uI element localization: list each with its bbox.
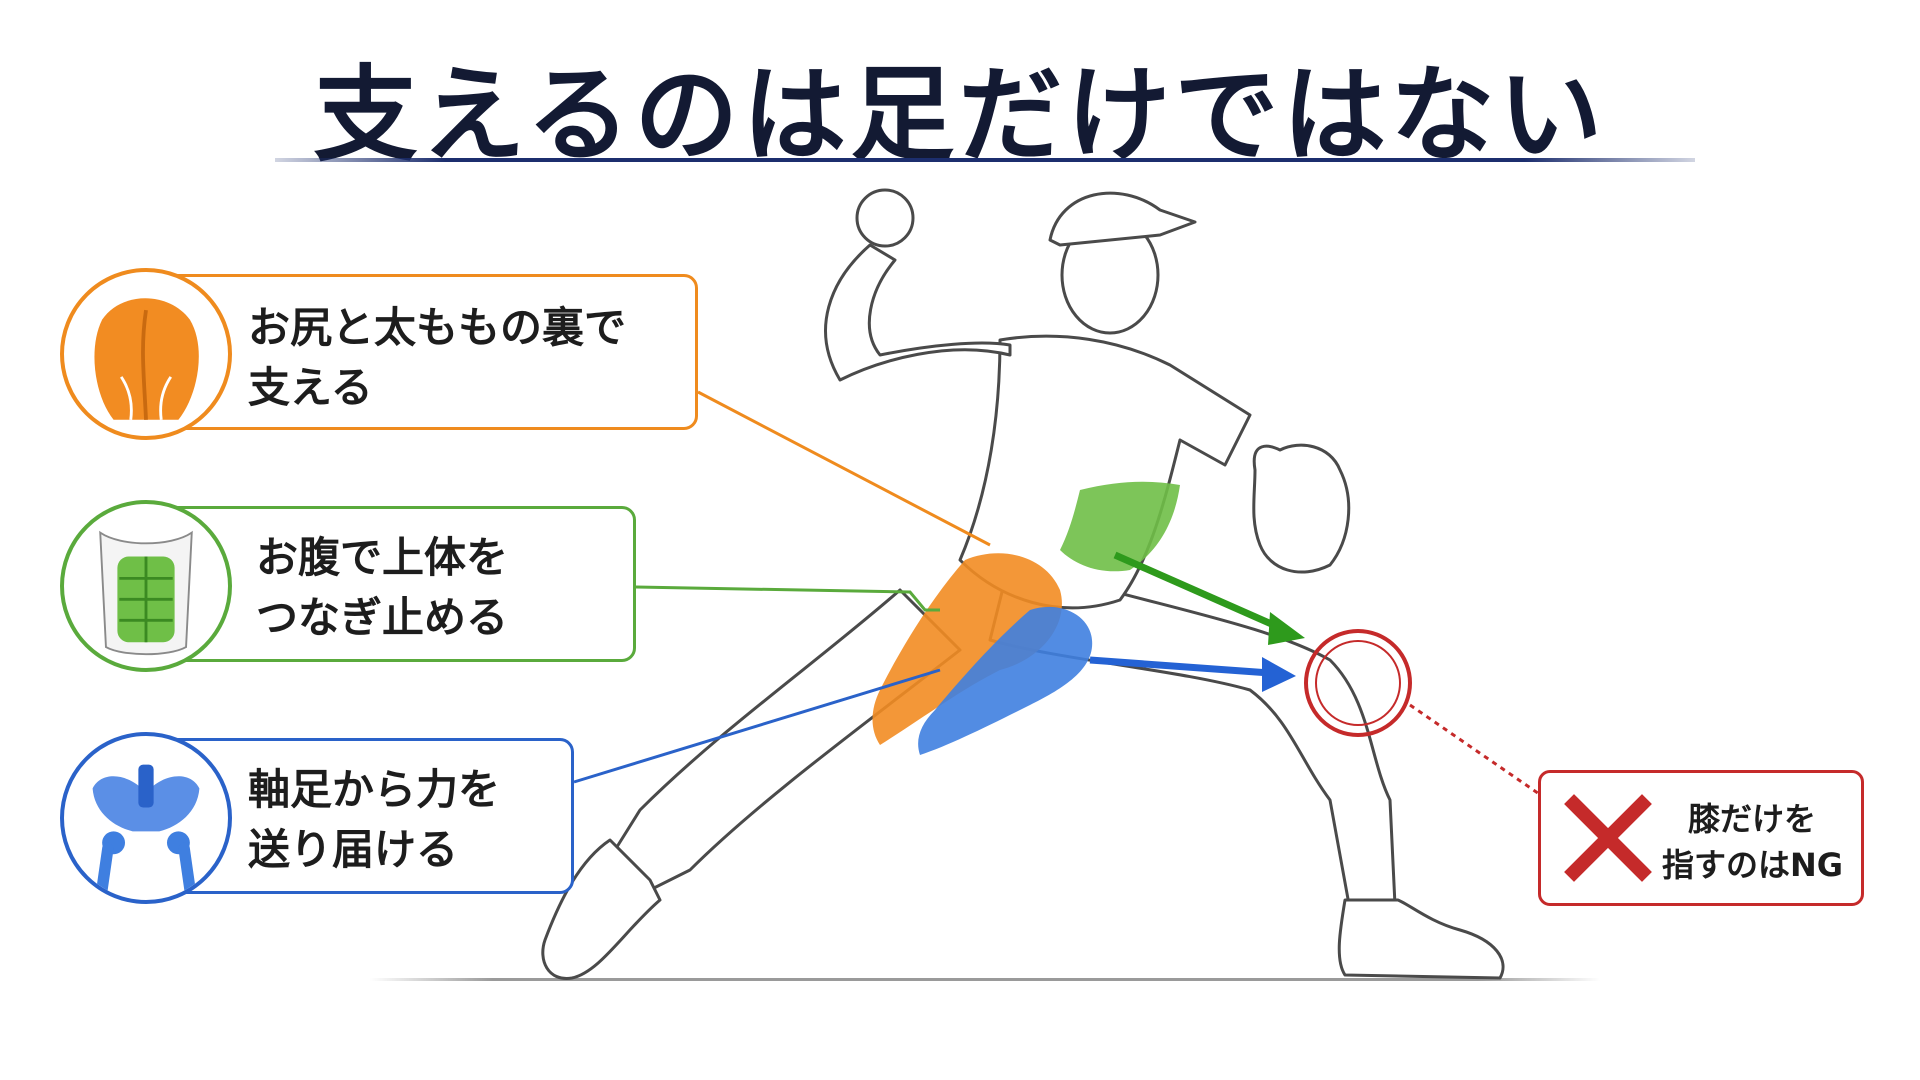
core-line-2: つなぎ止める [256, 593, 509, 642]
glutes-connector [697, 390, 991, 547]
core-arrow [1113, 551, 1287, 634]
core-callout-text: お腹で上体を つなぎ止める [256, 528, 508, 648]
knee-target-inner [1315, 640, 1401, 726]
core-connector [635, 585, 940, 612]
glutes-line-1: お尻と太ももの裏で [248, 303, 627, 352]
core-line-1: お腹で上体を [256, 533, 509, 582]
glutes-callout-text: お尻と太ももの裏で 支える [248, 298, 626, 418]
pivot-highlight [918, 606, 1093, 755]
ng-connector [1409, 703, 1546, 800]
glutes-callout-box [150, 274, 698, 430]
title-underline [275, 158, 1695, 162]
pelvis-icon [60, 732, 232, 904]
ng-line-1: 膝だけを [1687, 800, 1816, 838]
pivot-leg [613, 588, 962, 892]
page-title: 支えるのは足だけではない [313, 54, 1607, 176]
pivot-arrow-head [1262, 657, 1296, 692]
torso [958, 334, 1252, 610]
ground-line [370, 978, 1600, 981]
ng-callout-text: 膝だけを 指すのはNG [1662, 796, 1844, 888]
pivot-callout-text: 軸足から力を 送り届ける [248, 760, 500, 880]
pivot-arrow [1089, 656, 1271, 677]
core-arrow-head [1268, 612, 1305, 645]
abdominal-muscles-icon [60, 500, 232, 672]
ng-line-2: 指すのはNG [1662, 846, 1844, 884]
knee-target-outer [1304, 629, 1412, 737]
throwing-arm [824, 243, 1012, 382]
glutes-highlight [872, 553, 1062, 745]
pivot-connector [573, 668, 941, 784]
core-highlight [1060, 481, 1180, 572]
pivot-line-1: 軸足から力を [248, 765, 501, 814]
cross-mark-icon [1564, 794, 1652, 882]
front-shoe [1337, 898, 1505, 980]
glove [1252, 443, 1351, 574]
glutes-hamstrings-icon [60, 268, 232, 440]
ng-callout-box [1538, 770, 1864, 906]
cap [1048, 191, 1197, 247]
glutes-line-2: 支える [248, 363, 373, 412]
pivot-line-2: 送り届ける [248, 825, 459, 874]
baseball [855, 188, 915, 248]
